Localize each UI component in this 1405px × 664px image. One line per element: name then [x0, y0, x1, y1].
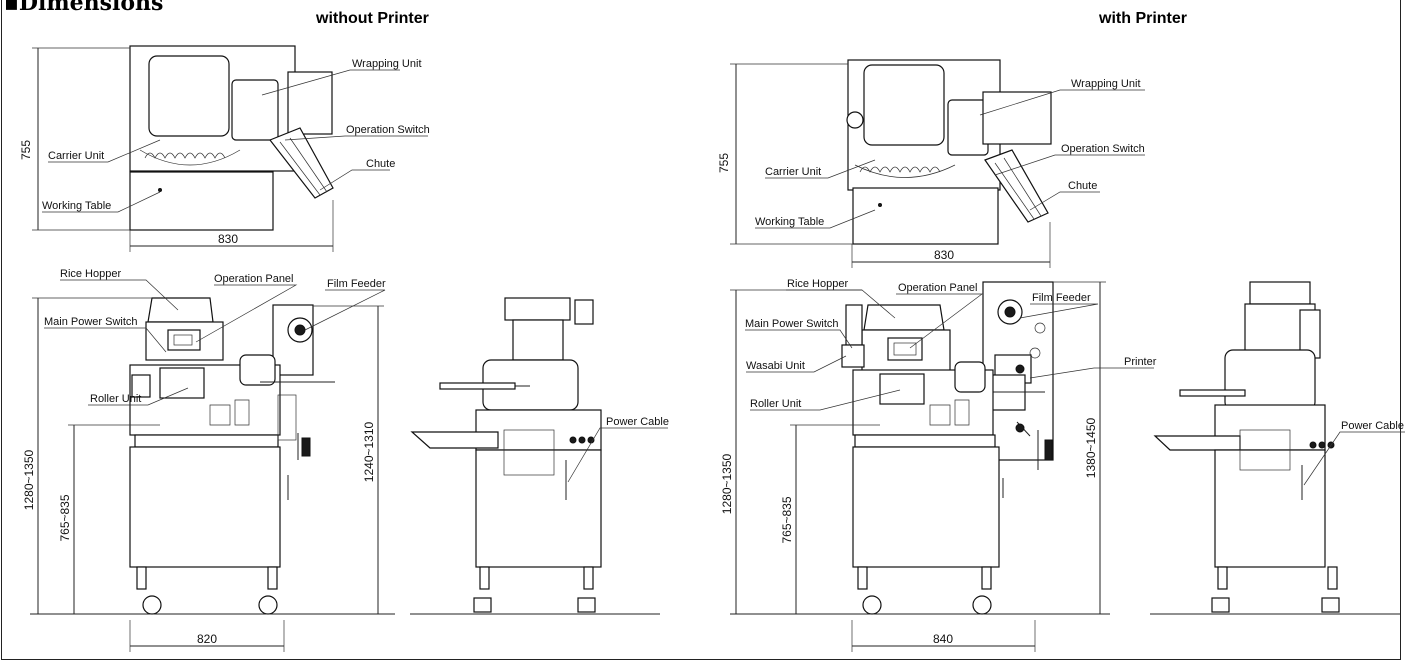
left-top-feeder-box [287, 71, 333, 135]
label-left-carrier-unit: Carrier Unit [48, 150, 104, 162]
label-right-main-power-switch: Main Power Switch [745, 318, 839, 330]
right-front-cabinet [852, 446, 1000, 568]
left-side-cabinet [475, 449, 602, 568]
left-front-leg-right [267, 566, 278, 590]
left-top-carrier-teeth [144, 152, 226, 159]
left-front-wheel-left [142, 595, 162, 615]
label-left-main-power-switch: Main Power Switch [44, 316, 138, 328]
right-top-reel [846, 111, 864, 129]
dim-right-top-width: 830 [934, 248, 954, 262]
right-front-wasabi-tube [845, 304, 863, 346]
right-top-view [730, 59, 1145, 268]
left-front-operation-panel [167, 329, 201, 351]
label-right-chute: Chute [1068, 180, 1097, 192]
left-top-view [32, 45, 428, 252]
dim-left-table-height: 765~835 [58, 494, 72, 541]
left-front-tabletop [134, 434, 279, 448]
left-front-cabinet [129, 446, 281, 568]
dim-right-table-height: 765~835 [780, 496, 794, 543]
right-side-cabinet [1214, 449, 1326, 568]
label-left-working-table: Working Table [42, 200, 111, 212]
left-top-chute [269, 127, 334, 199]
dim-right-overall-height: 1280~1350 [720, 453, 734, 514]
left-front-leg-left [136, 566, 147, 590]
label-left-operation-panel: Operation Panel [214, 273, 294, 285]
right-top-working-table [852, 187, 999, 245]
dim-left-front-width: 820 [197, 632, 217, 646]
right-top-wrapping-box [947, 99, 989, 156]
label-right-operation-panel: Operation Panel [898, 282, 978, 294]
left-front-wheel-right [258, 595, 278, 615]
right-front-roller-unit [879, 373, 925, 405]
dim-right-feeder-height: 1380~1450 [1084, 417, 1098, 478]
left-top-working-table [129, 171, 274, 231]
label-left-chute: Chute [366, 158, 395, 170]
label-left-film-feeder: Film Feeder [327, 278, 386, 290]
right-front-operation-panel [887, 337, 923, 361]
label-left-operation-switch: Operation Switch [346, 124, 430, 136]
page-heading: ▪Dimensions [4, 0, 164, 16]
left-top-carrier-curve [139, 149, 241, 166]
left-top-wrapping-box [231, 79, 279, 141]
label-left-rice-hopper: Rice Hopper [60, 268, 121, 280]
right-top-chute [984, 149, 1049, 223]
left-front-view [30, 279, 395, 652]
label-right-carrier-unit: Carrier Unit [765, 166, 821, 178]
dim-right-top-height: 755 [717, 153, 731, 173]
left-front-roller-unit [159, 367, 205, 399]
right-side-view [1150, 281, 1405, 615]
label-right-working-table: Working Table [755, 216, 824, 228]
right-front-wasabi-unit [841, 344, 865, 368]
label-right-wrapping-unit: Wrapping Unit [1071, 78, 1141, 90]
label-left-power-cable: Power Cable [606, 416, 669, 428]
left-front-hopper-body [145, 321, 224, 361]
label-right-film-feeder: Film Feeder [1032, 292, 1091, 304]
dim-left-top-height: 755 [19, 140, 33, 160]
label-right-printer: Printer [1124, 356, 1157, 368]
left-side-view [410, 297, 668, 615]
section-title-with-printer: with Printer [1099, 10, 1188, 27]
label-right-wasabi-unit: Wasabi Unit [746, 360, 805, 372]
label-left-wrapping-unit: Wrapping Unit [352, 58, 422, 70]
label-right-power-cable: Power Cable [1341, 420, 1404, 432]
dim-right-front-width: 840 [933, 632, 953, 646]
right-top-printer-box [982, 91, 1052, 145]
label-right-roller-unit: Roller Unit [750, 398, 801, 410]
left-side-hopper [504, 297, 571, 321]
dim-left-feeder-height: 1240~1310 [362, 421, 376, 482]
right-top-hopper-window [863, 64, 945, 146]
left-side-tray [410, 431, 499, 449]
right-front-view [730, 281, 1154, 652]
label-right-operation-switch: Operation Switch [1061, 143, 1145, 155]
left-front-rice-hopper [147, 297, 214, 323]
dim-left-top-width: 830 [218, 232, 238, 246]
label-right-rice-hopper: Rice Hopper [787, 278, 848, 290]
dim-left-overall-height: 1280~1350 [22, 449, 36, 510]
label-left-roller-unit: Roller Unit [90, 393, 141, 405]
left-top-hopper-window [148, 55, 230, 137]
right-front-rice-hopper [863, 304, 945, 331]
section-title-without-printer: without Printer [316, 10, 429, 27]
